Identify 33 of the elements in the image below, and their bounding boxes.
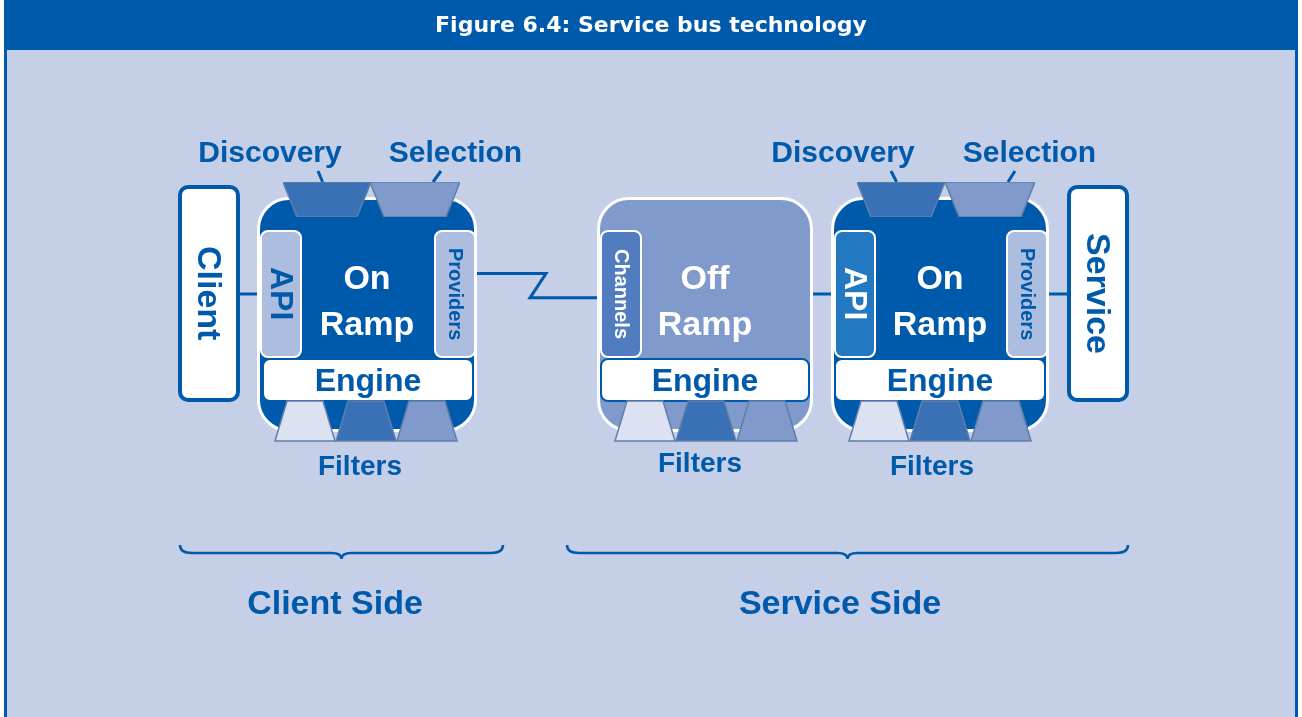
leader-line	[889, 170, 898, 183]
ramp-title: Off Ramp	[656, 257, 754, 344]
side-tab: API	[260, 230, 302, 358]
text-label: Filters	[889, 449, 975, 483]
side-tab: API	[834, 230, 876, 358]
text-label: Client Side	[246, 582, 424, 623]
callout-label: Discovery	[768, 133, 918, 171]
trapezoid-tab	[857, 182, 945, 217]
engine-bar: Engine	[600, 358, 810, 402]
text-label: Service Side	[737, 582, 943, 623]
engine-bar: Engine	[834, 358, 1046, 402]
side-tab: Providers	[1006, 230, 1048, 358]
text-label: Filters	[657, 446, 743, 480]
callout-label: Selection	[957, 133, 1102, 171]
trapezoid-tab	[283, 182, 371, 217]
callout-label: Discovery	[195, 133, 345, 171]
side-tab: Providers	[434, 230, 476, 358]
ramp-box	[597, 197, 813, 432]
engine-bar: Engine	[262, 358, 474, 402]
figure-title: Figure 6.4: Service bus technology	[4, 0, 1298, 50]
ramp-title: On Ramp	[318, 257, 416, 344]
client-box: Client	[178, 185, 240, 402]
trapezoid-tab	[370, 182, 460, 217]
callout-label: Selection	[383, 133, 528, 171]
leader-line	[1006, 170, 1017, 183]
trapezoid-tab	[945, 182, 1035, 217]
text-label: Filters	[317, 449, 403, 483]
service-box: Service	[1067, 185, 1129, 402]
ramp-title: On Ramp	[891, 257, 989, 344]
connector-line	[1048, 292, 1067, 296]
side-tab: Channels	[600, 230, 642, 358]
leader-line	[316, 170, 324, 183]
leader-line	[431, 170, 443, 183]
